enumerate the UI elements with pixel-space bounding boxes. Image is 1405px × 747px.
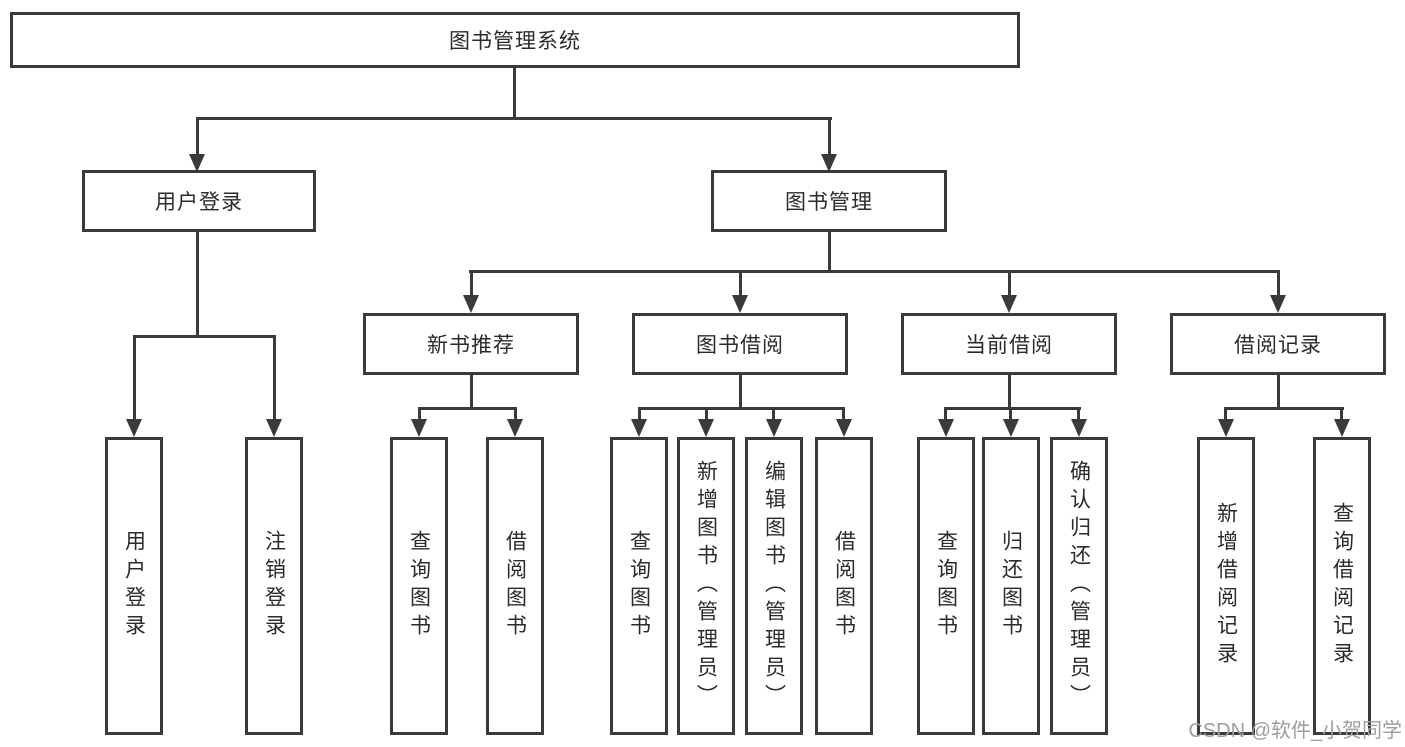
arrowhead-down-icon [266,419,282,437]
arrowhead-down-icon [411,419,427,437]
arrowhead-down-icon [1218,419,1234,437]
arrowhead-down-icon [126,419,142,437]
node-user-login: 用户登录 [82,170,316,232]
node-label: 新书推荐 [427,334,515,357]
node-book-management: 图书管理 [711,170,947,232]
connector-line [842,407,845,421]
connector-line [196,117,832,120]
node-root: 图书管理系统 [10,12,1020,68]
connector-line [638,407,641,421]
connector-line [418,407,421,421]
node-label: 借阅图书 [832,530,856,642]
node-label: 图书管理系统 [449,30,581,53]
node-label: 图书借阅 [696,334,784,357]
connector-line [418,407,517,410]
connector-line [1077,407,1080,421]
connector-line [196,232,199,337]
arrowhead-down-icon [938,419,954,437]
leaf-bb-edit-books-admin: 编辑图书（管理员） [745,437,803,735]
connector-line [513,68,516,119]
leaf-cb-confirm-return-admin: 确认归还（管理员） [1050,437,1108,735]
arrowhead-down-icon [1001,295,1017,313]
node-label: 借阅图书 [503,530,527,642]
arrowhead-down-icon [766,419,782,437]
connector-line [514,407,517,421]
node-label: 查询图书 [934,530,958,642]
node-label: 查询图书 [407,530,431,642]
node-book-borrow: 图书借阅 [632,313,848,375]
arrowhead-down-icon [1003,419,1019,437]
leaf-bb-add-books-admin: 新增图书（管理员） [677,437,735,735]
connector-line [1340,407,1343,421]
leaf-bb-query-books: 查询图书 [610,437,668,735]
leaf-logout: 注销登录 [245,437,303,735]
arrowhead-down-icon [1270,295,1286,313]
node-label: 查询借阅记录 [1330,502,1354,670]
node-current-borrow: 当前借阅 [901,313,1117,375]
leaf-br-add-record: 新增借阅记录 [1197,437,1255,735]
node-label: 确认归还（管理员） [1067,460,1091,712]
leaf-rec-query-books: 查询图书 [390,437,448,735]
node-label: 借阅记录 [1234,334,1322,357]
arrowhead-down-icon [189,154,205,172]
arrowhead-down-icon [732,295,748,313]
node-label: 查询图书 [627,530,651,642]
arrowhead-down-icon [1071,419,1087,437]
node-label: 当前借阅 [965,334,1053,357]
node-label: 新增借阅记录 [1214,502,1238,670]
leaf-user-login: 用户登录 [105,437,163,735]
connector-line [1008,375,1011,409]
node-borrow-records: 借阅记录 [1170,313,1386,375]
node-label: 用户登录 [122,530,146,642]
node-label: 归还图书 [999,530,1023,642]
arrowhead-down-icon [821,154,837,172]
arrowhead-down-icon [698,419,714,437]
connector-line [828,117,831,156]
connector-line [1224,407,1344,410]
connector-line [739,375,742,409]
connector-line [470,375,473,409]
arrowhead-down-icon [463,295,479,313]
node-label: 新增图书（管理员） [694,460,718,712]
leaf-br-query-record: 查询借阅记录 [1313,437,1371,735]
leaf-cb-return-books: 归还图书 [982,437,1040,735]
arrowhead-down-icon [1334,419,1350,437]
connector-line [772,407,775,421]
arrowhead-down-icon [836,419,852,437]
watermark: CSDN @软件_小贺同学 [1188,720,1402,742]
connector-line [133,335,136,421]
node-label: 编辑图书（管理员） [762,460,786,712]
connector-line [705,407,708,421]
connector-line [196,117,199,156]
arrowhead-down-icon [507,419,523,437]
connector-line [469,270,1280,273]
connector-line [1277,270,1280,297]
connector-line [739,270,742,297]
leaf-bb-borrow-books: 借阅图书 [815,437,873,735]
connector-line [470,270,473,297]
connector-line [1277,375,1280,409]
node-new-book-recommend: 新书推荐 [363,313,579,375]
arrowhead-down-icon [631,419,647,437]
connector-line [944,407,1081,410]
connector-line [1224,407,1227,421]
connector-line [273,335,276,421]
node-label: 用户登录 [155,191,243,214]
leaf-rec-borrow-books: 借阅图书 [486,437,544,735]
connector-line [638,407,845,410]
connector-line [1009,407,1012,421]
connector-line [944,407,947,421]
connector-line [133,335,276,338]
connector-line [1008,270,1011,297]
leaf-cb-query-books: 查询图书 [917,437,975,735]
node-label: 注销登录 [262,530,286,642]
connector-line [828,232,831,272]
node-label: 图书管理 [785,191,873,214]
